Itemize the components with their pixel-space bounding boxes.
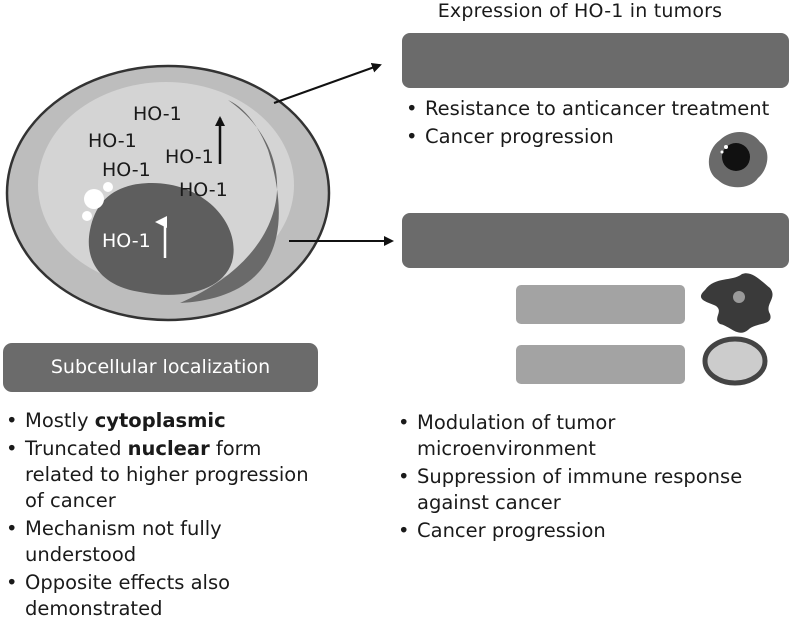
nucleus-label: HO-1 <box>102 230 151 252</box>
light-bar-1 <box>516 285 685 324</box>
cell-label: HO-1 <box>88 130 137 152</box>
vesicle <box>103 182 113 192</box>
top-effects-list: Resistance to anticancer treatment Cance… <box>403 96 789 152</box>
emphasis: cytoplasmic <box>94 409 226 432</box>
list-item: Cancer progression <box>403 124 789 150</box>
nucleus <box>88 183 234 295</box>
list-item: Cancer progression <box>395 518 775 544</box>
top-outcome-bar <box>402 33 789 88</box>
cell: HO-1 HO-1 HO-1 HO-1 HO-1 HO-1 <box>5 64 331 322</box>
list-item: Modulation of tumor microenvironment <box>395 410 775 462</box>
list-item: Truncated nuclear form related to higher… <box>3 436 333 514</box>
cell-crescent <box>180 100 279 303</box>
cell-label: HO-1 <box>102 159 151 181</box>
list-item: Suppression of immune response against c… <box>395 464 775 516</box>
cell-label: HO-1 <box>179 179 228 201</box>
immune-cell-icon <box>700 273 773 333</box>
list-item: Mechanism not fully understood <box>3 516 333 568</box>
list-item: Mostly cytoplasmic <box>3 408 333 434</box>
diagram-title: Expression of HO-1 in tumors <box>437 0 723 22</box>
list-item: Resistance to anticancer treatment <box>403 96 789 122</box>
vesicle <box>84 189 104 209</box>
cell-label: HO-1 <box>165 146 214 168</box>
cell-label: HO-1 <box>133 103 182 125</box>
bottom-outcome-bar <box>402 213 789 268</box>
arrow-to-top <box>273 62 382 104</box>
emphasis: nuclear <box>127 437 210 460</box>
vesicle <box>82 211 92 221</box>
list-item: Opposite effects also demonstrated <box>3 570 333 622</box>
round-cell-icon <box>702 336 768 386</box>
subcellular-list: Mostly cytoplasmic Truncated nuclear for… <box>3 408 333 624</box>
subcellular-localization-label: Subcellular localization <box>3 343 318 392</box>
bottom-effects-list: Modulation of tumor microenvironment Sup… <box>395 410 775 546</box>
light-bar-2 <box>516 345 685 384</box>
